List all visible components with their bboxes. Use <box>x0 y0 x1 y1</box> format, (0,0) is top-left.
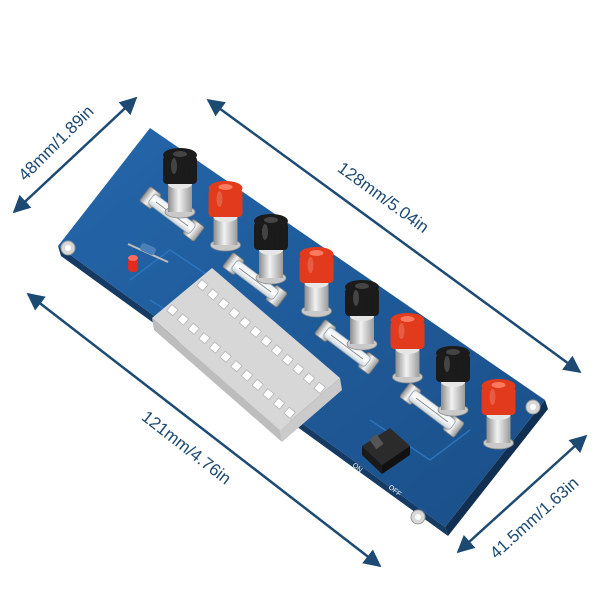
dim-line-width-left <box>12 96 138 214</box>
binding-post-black[interactable] <box>345 280 379 351</box>
binding-post-red[interactable] <box>299 247 334 318</box>
binding-post-red[interactable] <box>208 181 243 252</box>
mounting-holes <box>60 240 541 525</box>
binding-post-black[interactable] <box>163 148 197 219</box>
resistor <box>127 243 169 263</box>
pcb-board <box>58 128 548 536</box>
dim-label-length-bottom: 121mm/4.76in <box>138 407 235 488</box>
dim-line-length-top <box>206 98 582 374</box>
binding-post-black[interactable] <box>254 214 288 285</box>
dim-label-length-top: 128mm/5.04in <box>334 158 432 237</box>
glass-fuse <box>399 382 465 438</box>
status-led <box>128 255 138 272</box>
binding-post-red[interactable] <box>481 379 516 450</box>
dim-line-width-right <box>456 434 588 554</box>
dim-line-length-bottom <box>26 292 382 568</box>
connector-pin-slot <box>196 278 209 292</box>
binding-post-red[interactable] <box>390 313 425 384</box>
dim-label-width-right: 41.5mm/1.63in <box>486 473 582 562</box>
binding-post-black[interactable] <box>436 346 470 417</box>
